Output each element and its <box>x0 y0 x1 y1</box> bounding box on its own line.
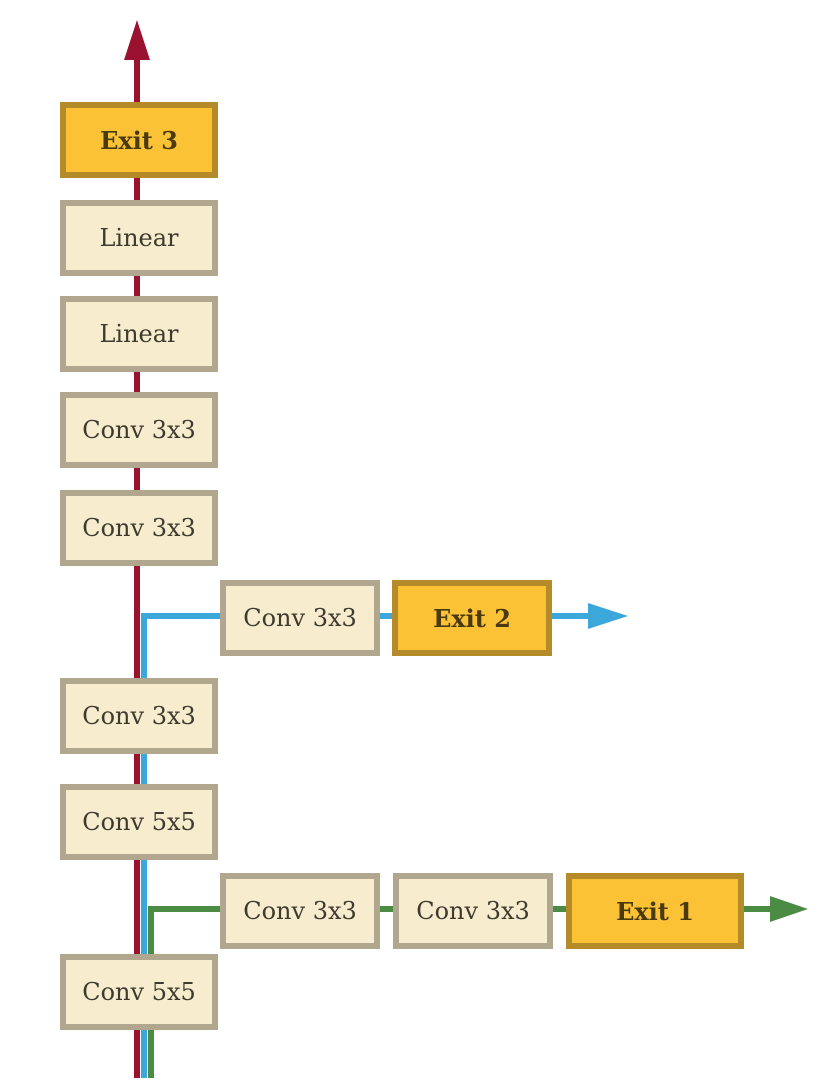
exit1-path-arrowhead <box>770 896 808 922</box>
exit-1-node: Exit 1 <box>566 873 744 949</box>
conv5x5-layer-bottom: Conv 5x5 <box>60 954 218 1030</box>
exit-3-node: Exit 3 <box>60 102 218 178</box>
linear-layer-2: Linear <box>60 296 218 372</box>
linear-layer-1: Linear <box>60 200 218 276</box>
conv3x3-layer-mid: Conv 3x3 <box>60 490 218 566</box>
conv3x3-layer-low: Conv 3x3 <box>60 678 218 754</box>
conv5x5-layer-upper: Conv 5x5 <box>60 784 218 860</box>
exit1-branch-conv3x3-first: Conv 3x3 <box>220 873 380 949</box>
main-path-arrowhead <box>124 20 150 60</box>
exit2-path-arrowhead <box>588 603 628 629</box>
exit2-branch-conv3x3: Conv 3x3 <box>220 580 380 656</box>
exit-2-node: Exit 2 <box>392 580 552 656</box>
conv3x3-layer-top: Conv 3x3 <box>60 392 218 468</box>
exit1-branch-conv3x3-second: Conv 3x3 <box>393 873 553 949</box>
